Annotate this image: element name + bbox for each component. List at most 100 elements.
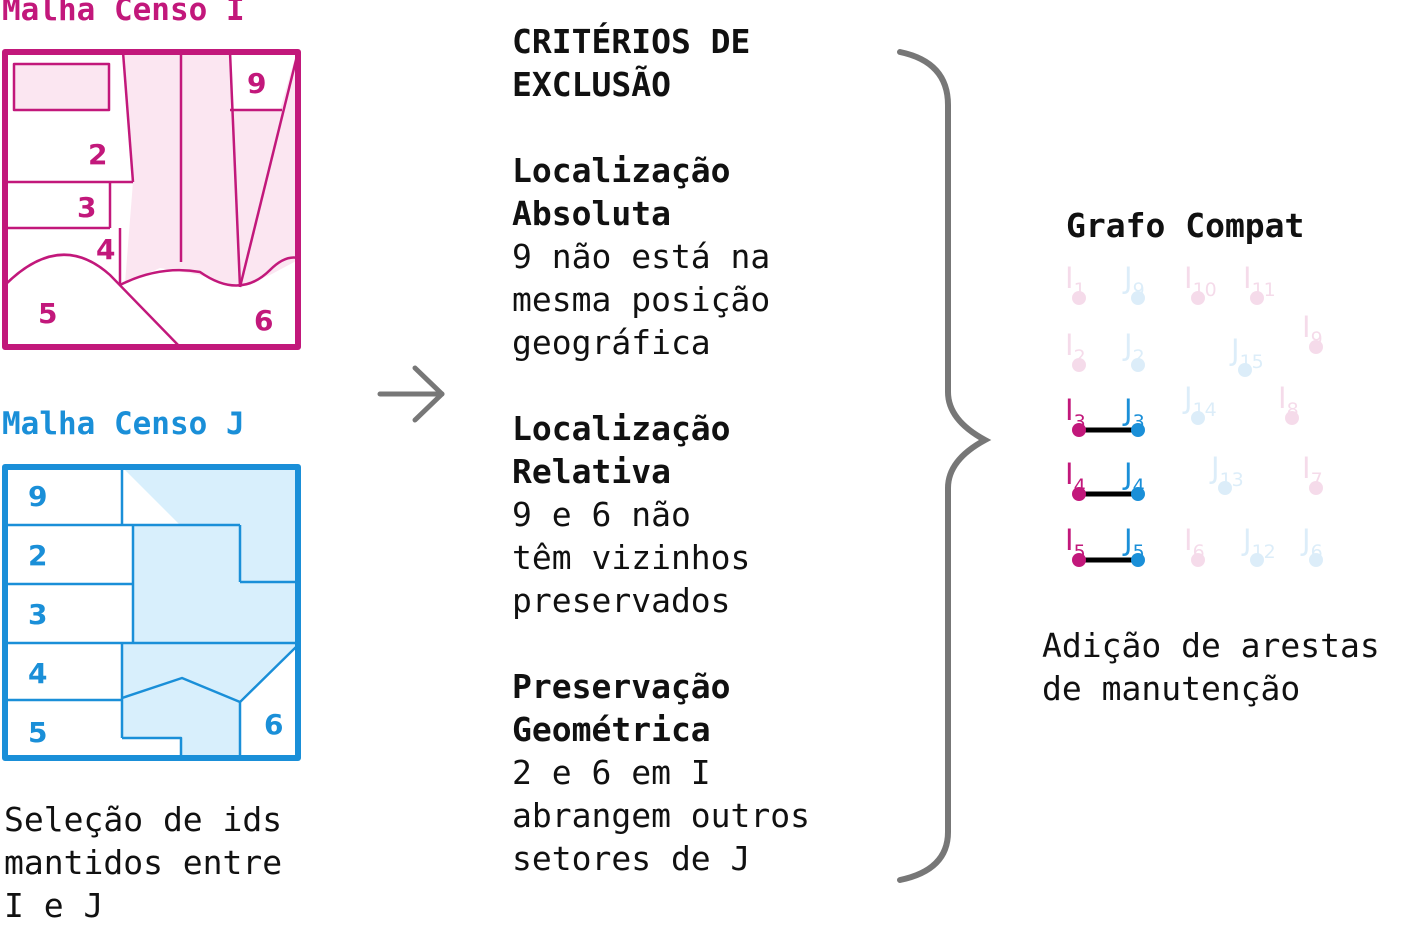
criterion-body: abrangem outros: [512, 796, 811, 835]
graph-node-j3: J3: [1122, 393, 1145, 437]
graph-node-j5: J5: [1122, 523, 1145, 567]
graph-node-label: I1: [1065, 261, 1086, 301]
graph-node-i4: I4: [1065, 457, 1086, 501]
map-j-label-6: 6: [264, 708, 283, 741]
left-caption-line: mantidos entre: [4, 843, 283, 882]
map-i-label-2: 2: [88, 138, 107, 171]
map-j-label-3: 3: [28, 598, 47, 631]
graph-node-i11: I11: [1243, 261, 1276, 305]
map-i-inner-rect: [12, 62, 111, 112]
graph-node-dot: [1072, 423, 1086, 437]
graph-node-j14: J14: [1182, 381, 1217, 425]
graph-node-dot: [1191, 411, 1205, 425]
graph-node-label: I11: [1243, 261, 1276, 301]
map-i-label-6: 6: [254, 304, 273, 337]
criteria-panel: CRITÉRIOS DE EXCLUSÃO Localização Absolu…: [512, 20, 810, 880]
graph-node-label: J15: [1229, 333, 1264, 373]
graph-node-dot: [1191, 291, 1205, 305]
criterion-body: geográfica: [512, 323, 711, 362]
map-i-border: [2, 49, 301, 350]
graph-title: Grafo Compat: [1066, 206, 1305, 245]
criterion-body: 9 não está na: [512, 237, 771, 276]
map-j-region-6: [240, 643, 298, 758]
left-caption-line: Seleção de ids: [4, 800, 283, 839]
criterion-title: Localização: [512, 151, 731, 190]
graph-node-j2: J2: [1122, 328, 1145, 372]
criteria-heading: EXCLUSÃO: [512, 65, 671, 104]
map-i: [2, 49, 301, 350]
graph-node-dot: [1131, 423, 1145, 437]
graph-node-dot: [1131, 358, 1145, 372]
graph-caption-line: de manutenção: [1042, 669, 1301, 708]
graph-node-label: J13: [1209, 451, 1244, 491]
graph-node-dot: [1309, 340, 1323, 354]
criterion-body: preservados: [512, 581, 731, 620]
map-i-label-4: 4: [96, 233, 115, 266]
criterion-body: têm vizinhos: [512, 538, 751, 577]
graph-node-label: J12: [1241, 523, 1276, 563]
graph-node-label: J2: [1122, 328, 1145, 368]
map-j-label-5: 5: [28, 716, 47, 749]
graph-caption: Adição de arestas de manutenção: [1042, 624, 1380, 710]
graph-node-j12: J12: [1241, 523, 1276, 567]
criterion-body: mesma posição: [512, 280, 771, 319]
graph-edges: [1079, 427, 1138, 563]
graph-node-j4: J4: [1122, 457, 1145, 501]
map-j-region-blue-upper: [133, 525, 298, 643]
map-i-label-3: 3: [77, 191, 96, 224]
graph-node-i8: I8: [1278, 381, 1299, 425]
graph-node-dot: [1309, 553, 1323, 567]
criterion-title: Geométrica: [512, 710, 711, 749]
map-j-label-2: 2: [28, 539, 47, 572]
graph-node-i3: I3: [1065, 393, 1086, 437]
graph-node-dot: [1218, 481, 1232, 495]
criterion-title: Preservação: [512, 667, 731, 706]
map-j-labels: 9 2 3 4 5 6: [28, 480, 283, 749]
curly-brace-icon: [897, 49, 992, 883]
graph-node-dot: [1285, 411, 1299, 425]
map-i-title: Malha Censo I: [2, 0, 245, 28]
graph-node-label: I8: [1278, 381, 1299, 421]
graph-node-label: I2: [1065, 328, 1086, 368]
left-caption: Seleção de ids mantidos entre I e J: [4, 798, 282, 927]
graph-node-j13: J13: [1209, 451, 1244, 495]
graph-node-i5: I5: [1065, 523, 1086, 567]
graph-node-i7: I7: [1302, 451, 1323, 495]
graph-node-i2: I2: [1065, 328, 1086, 372]
graph-node-i10: I10: [1184, 261, 1217, 305]
graph-node-label: I10: [1184, 261, 1217, 301]
graph-node-dot: [1131, 291, 1145, 305]
map-j: [2, 464, 301, 761]
graph-node-dot: [1191, 553, 1205, 567]
graph-node-label: J14: [1182, 381, 1217, 421]
map-j-label-4: 4: [28, 657, 47, 690]
criteria-heading: CRITÉRIOS DE: [512, 22, 751, 61]
graph-node-dot: [1250, 553, 1264, 567]
graph-node-j6: J6: [1300, 523, 1323, 567]
criterion-body: setores de J: [512, 839, 751, 878]
map-i-label-5: 5: [38, 297, 57, 330]
map-i-region-9-white: [230, 54, 296, 110]
graph-node-dot: [1072, 487, 1086, 501]
criterion-title: Relativa: [512, 452, 671, 491]
graph-node-j9: J9: [1122, 261, 1145, 305]
graph-node-i9: I9: [1302, 310, 1323, 354]
graph-node-label: J9: [1122, 261, 1145, 301]
criterion-title: Localização: [512, 409, 731, 448]
graph-node-i6: I6: [1184, 523, 1205, 567]
right-arrow-icon: [377, 365, 445, 423]
graph-node-dot: [1072, 358, 1086, 372]
graph-node-dot: [1131, 553, 1145, 567]
graph-node-dot: [1250, 291, 1264, 305]
graph-node-label: I9: [1302, 310, 1323, 350]
map-i-labels: 9 2 3 4 5 6: [38, 67, 273, 337]
graph-node-label: J6: [1300, 523, 1323, 563]
graph-node-dot: [1238, 363, 1252, 377]
criterion-title: Absoluta: [512, 194, 671, 233]
map-j-border: [2, 464, 301, 761]
map-j-region-blue-lower: [122, 643, 298, 758]
left-caption-line: I e J: [4, 886, 104, 925]
criterion-body: 9 e 6 não: [512, 495, 691, 534]
graph-caption-line: Adição de arestas: [1042, 626, 1380, 665]
